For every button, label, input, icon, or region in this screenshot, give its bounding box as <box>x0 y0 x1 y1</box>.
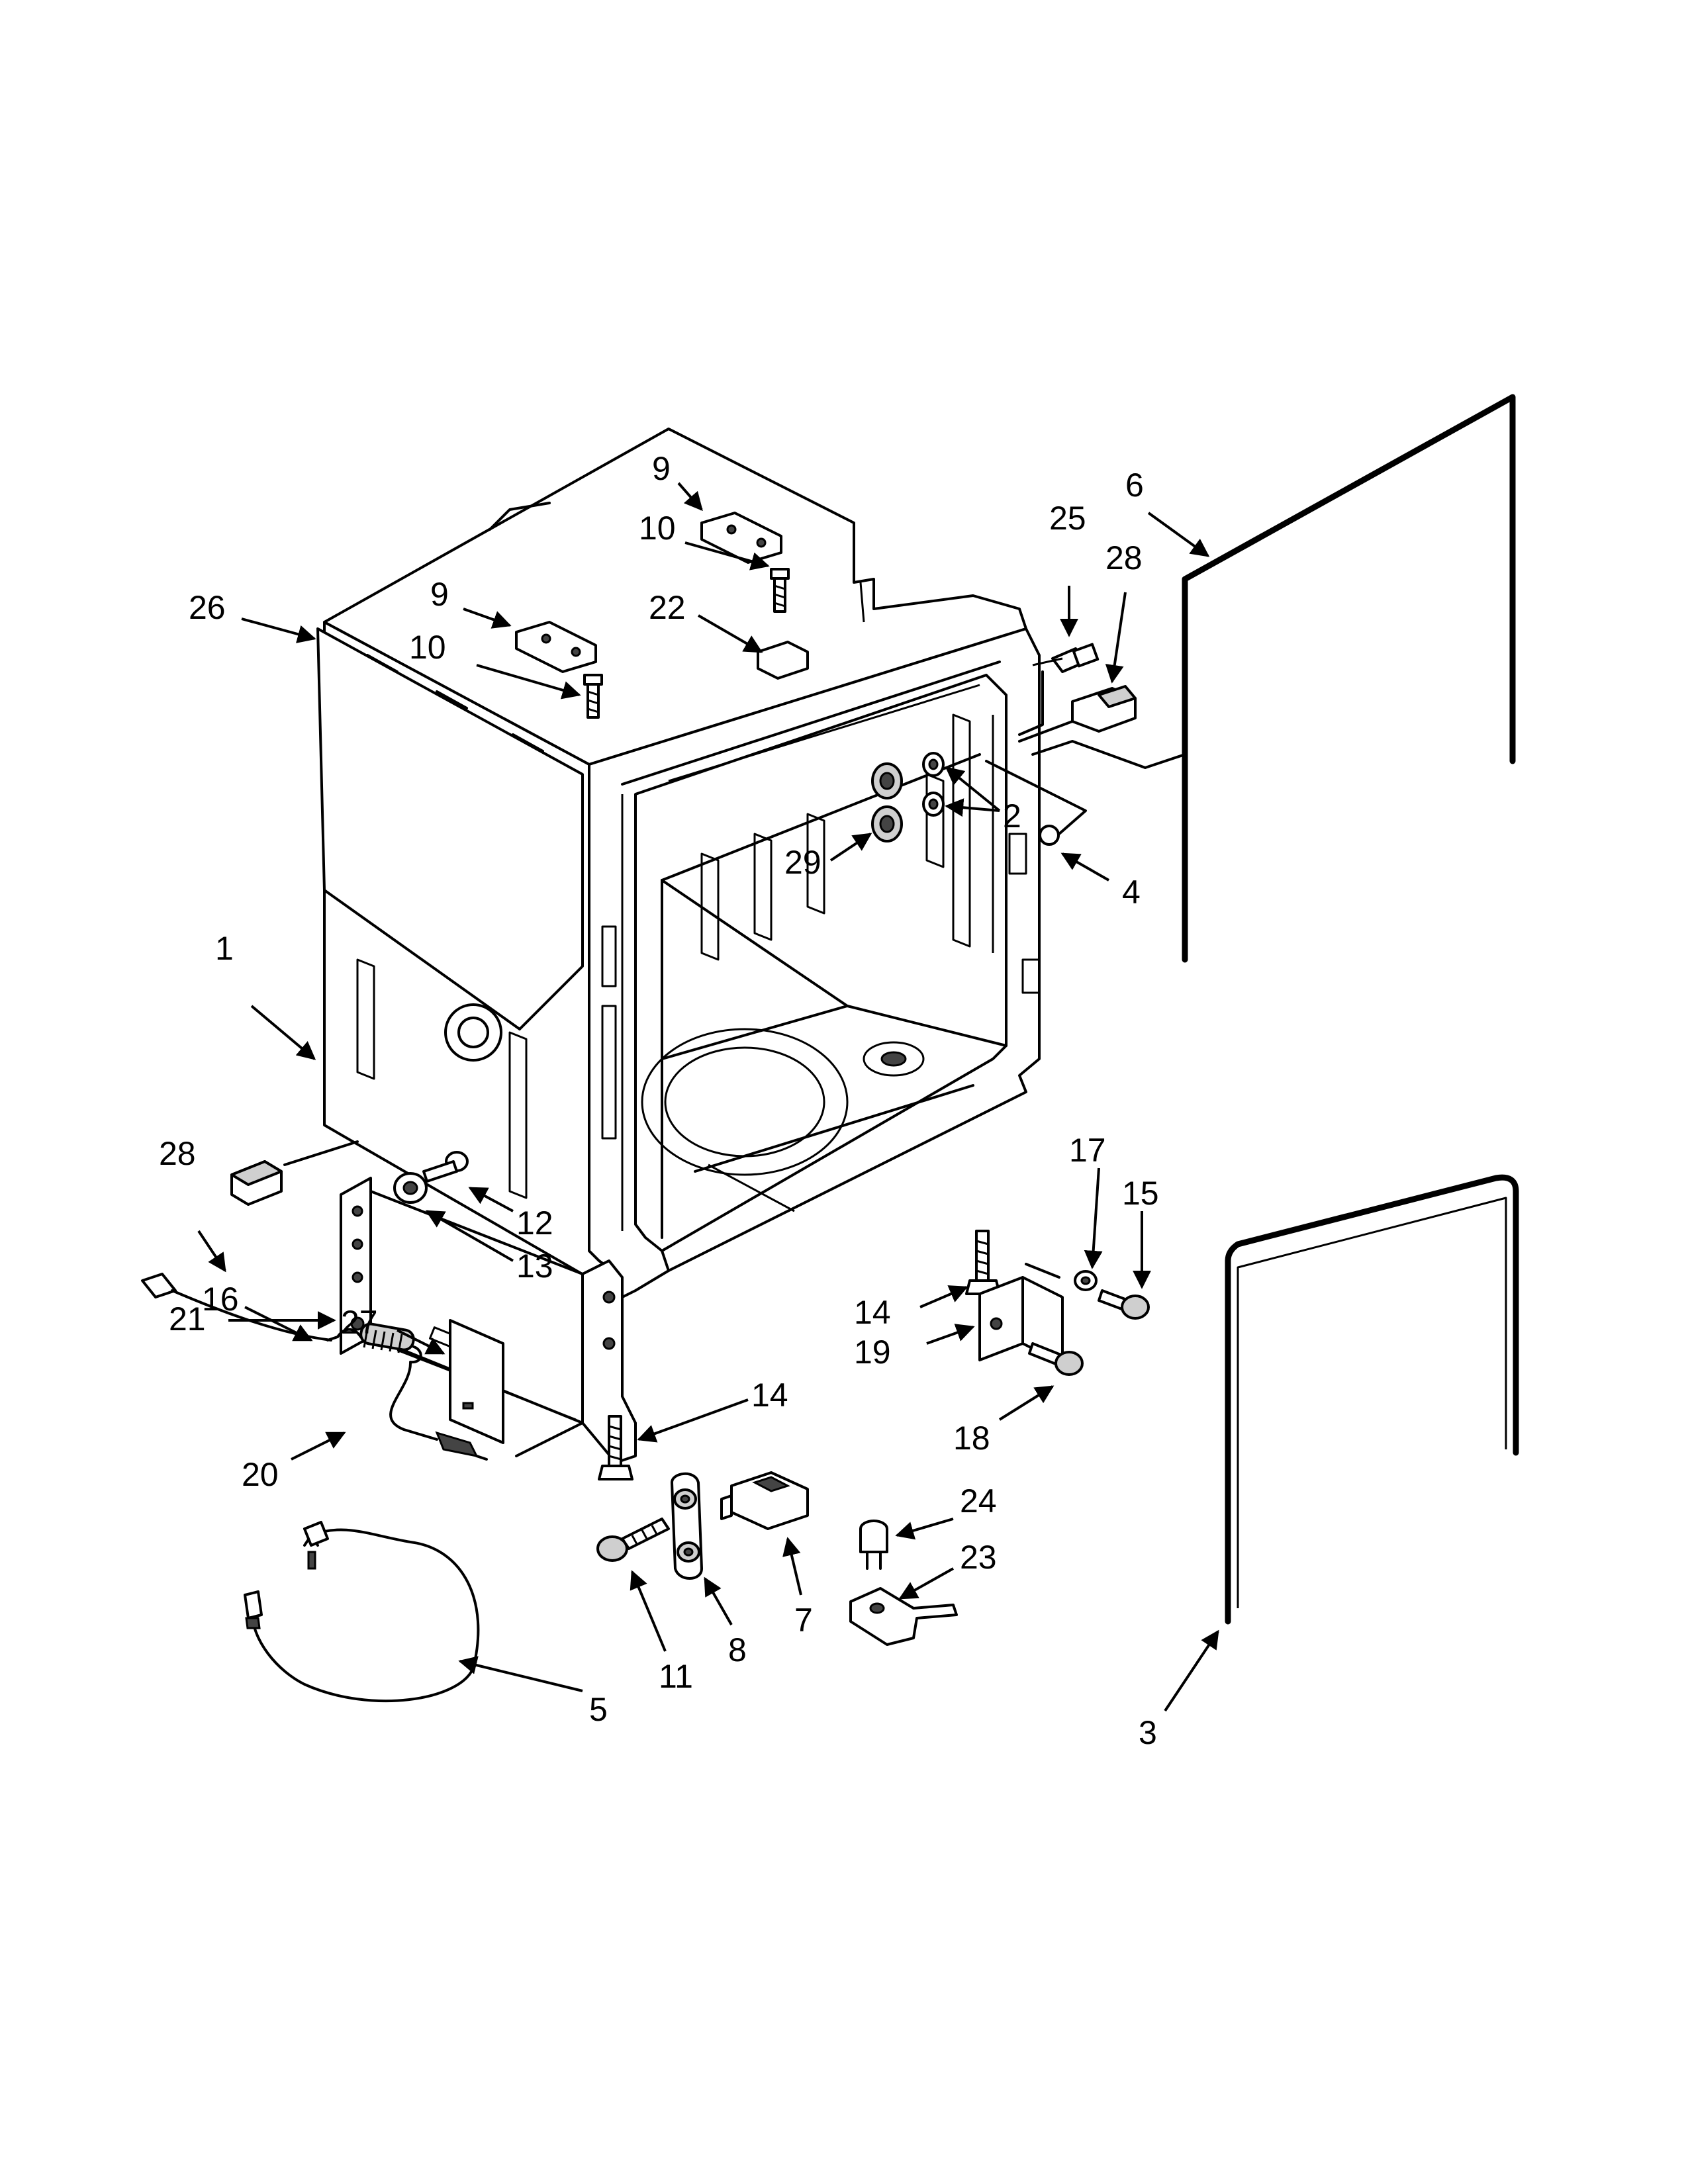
callout-18: 18 <box>953 1420 990 1457</box>
callout-25: 25 <box>1049 500 1086 537</box>
callout-7: 7 <box>794 1602 813 1639</box>
bracket-screw <box>583 568 790 719</box>
callout-26: 26 <box>189 589 226 626</box>
callout-16: 16 <box>202 1281 239 1318</box>
side-bumper <box>230 1140 359 1206</box>
callout-28: 28 <box>159 1135 196 1172</box>
callout-8: 8 <box>728 1631 747 1668</box>
tub-gasket <box>1225 1174 1519 1625</box>
door-bumper <box>1071 685 1137 733</box>
hinge-bracket <box>671 1472 703 1580</box>
callout-12: 12 <box>516 1205 553 1242</box>
callout-4: 4 <box>1122 874 1141 911</box>
callout-6: 6 <box>1125 467 1144 504</box>
screw <box>1032 643 1100 673</box>
callout-leaders <box>197 482 1219 1712</box>
callout-9: 9 <box>652 450 671 487</box>
insulation-blanket <box>316 627 584 1062</box>
callout-5: 5 <box>589 1691 608 1728</box>
callout-23: 23 <box>960 1539 997 1576</box>
spacer-washer <box>1074 1270 1098 1291</box>
clip <box>757 641 809 680</box>
bracket-screw-lower <box>1028 1342 1084 1376</box>
door-gasket <box>1182 394 1516 963</box>
callout-3: 3 <box>1139 1714 1157 1751</box>
callout-11: 11 <box>659 1658 693 1695</box>
callout-14: 14 <box>854 1294 891 1331</box>
latch <box>720 1471 809 1530</box>
callout-15: 15 <box>1122 1175 1159 1212</box>
thermal-sensor <box>859 1520 888 1570</box>
washer <box>922 752 945 817</box>
callout-20: 20 <box>242 1456 279 1493</box>
callout-13: 13 <box>516 1248 553 1285</box>
callout-22: 22 <box>649 589 686 626</box>
callout-labels: 9 10 9 10 26 22 25 28 6 2 29 4 1 28 21 1… <box>159 450 1159 1751</box>
callout-9: 9 <box>430 576 449 613</box>
mounting-screw <box>422 1151 469 1183</box>
callout-24: 24 <box>960 1482 997 1520</box>
callout-21: 21 <box>169 1300 206 1338</box>
sensor-bracket <box>849 1587 958 1646</box>
side-guide <box>985 760 1087 846</box>
callout-29: 29 <box>784 844 821 881</box>
rating-label <box>449 1319 504 1444</box>
callout-28: 28 <box>1105 539 1143 576</box>
callout-14: 14 <box>751 1377 788 1414</box>
callout-10: 10 <box>409 629 446 666</box>
callout-17: 17 <box>1069 1132 1106 1169</box>
nozzle <box>871 762 903 842</box>
mounting-bracket <box>515 512 782 673</box>
callout-19: 19 <box>854 1334 891 1371</box>
grommet <box>393 1172 428 1204</box>
callout-27: 27 <box>341 1304 378 1341</box>
leg-screw <box>1098 1289 1150 1320</box>
callout-10: 10 <box>639 510 676 547</box>
wire-harness <box>244 1521 480 1703</box>
callout-2: 2 <box>1003 797 1021 835</box>
leg-bracket <box>340 1177 637 1464</box>
bolt <box>596 1518 670 1562</box>
callout-1: 1 <box>215 930 234 967</box>
